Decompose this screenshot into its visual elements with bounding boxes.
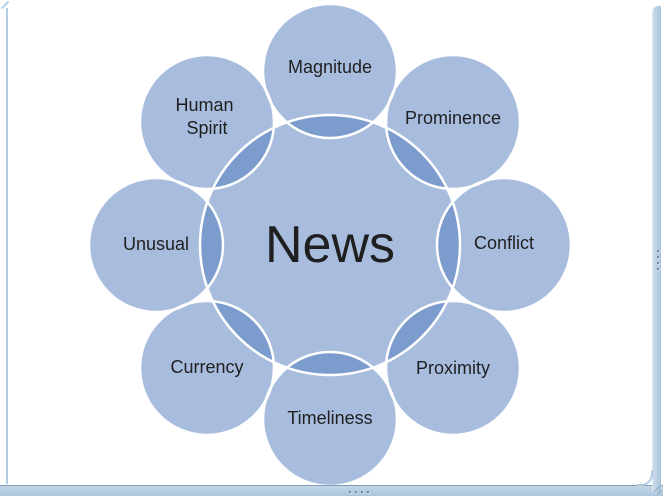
node-conflict-circle[interactable] bbox=[437, 178, 571, 312]
window-rounded-corner bbox=[637, 470, 653, 486]
node-human-spirit-circle[interactable] bbox=[140, 55, 274, 189]
bottom-splitter-grip-dot bbox=[355, 491, 357, 493]
node-human-spirit-outline bbox=[138, 53, 276, 191]
resize-grip-line bbox=[656, 490, 662, 495]
circle-fills bbox=[89, 4, 571, 486]
node-unusual-circle[interactable] bbox=[89, 178, 223, 312]
bottom-splitter-grip-dot bbox=[349, 491, 351, 493]
center-label-news: News bbox=[265, 216, 395, 274]
node-news-circle[interactable] bbox=[200, 115, 460, 375]
right-splitter-grip-dot bbox=[657, 250, 659, 252]
resize-grip[interactable] bbox=[649, 482, 663, 496]
label-conflict: Conflict bbox=[474, 233, 534, 253]
label-timeliness: Timeliness bbox=[287, 408, 372, 428]
bottom-splitter-bar[interactable] bbox=[0, 485, 663, 496]
label-human-spirit-line2: Spirit bbox=[186, 118, 227, 138]
node-prominence-outline bbox=[384, 53, 522, 191]
label-human-spirit-line1: Human bbox=[175, 95, 233, 115]
node-currency-outline bbox=[138, 299, 276, 437]
label-unusual: Unusual bbox=[123, 234, 189, 254]
right-splitter-grip-dot bbox=[657, 262, 659, 264]
node-timeliness-circle[interactable] bbox=[263, 352, 397, 486]
bottom-splitter-grip-dot bbox=[361, 491, 363, 493]
label-human-spirit: Human Spirit bbox=[175, 95, 238, 138]
right-splitter-bar[interactable] bbox=[652, 6, 661, 494]
right-splitter-grip-dot bbox=[657, 256, 659, 258]
node-proximity-outline bbox=[384, 299, 522, 437]
node-magnitude-outline bbox=[261, 2, 399, 140]
node-news-outline bbox=[198, 113, 462, 377]
label-prominence: Prominence bbox=[405, 108, 501, 128]
window-left-border bbox=[6, 8, 8, 484]
label-magnitude: Magnitude bbox=[288, 57, 372, 77]
label-currency: Currency bbox=[170, 357, 243, 377]
node-magnitude-circle[interactable] bbox=[263, 4, 397, 138]
node-currency-circle[interactable] bbox=[140, 301, 274, 435]
right-splitter-grip-dot bbox=[657, 268, 659, 270]
label-proximity: Proximity bbox=[416, 358, 490, 378]
node-proximity-circle[interactable] bbox=[386, 301, 520, 435]
node-labels: News Magnitude Prominence Conflict Proxi… bbox=[123, 57, 534, 428]
bottom-splitter-grip-dot bbox=[367, 491, 369, 493]
node-unusual-outline bbox=[87, 176, 225, 314]
node-prominence-circle[interactable] bbox=[386, 55, 520, 189]
node-conflict-outline bbox=[435, 176, 573, 314]
